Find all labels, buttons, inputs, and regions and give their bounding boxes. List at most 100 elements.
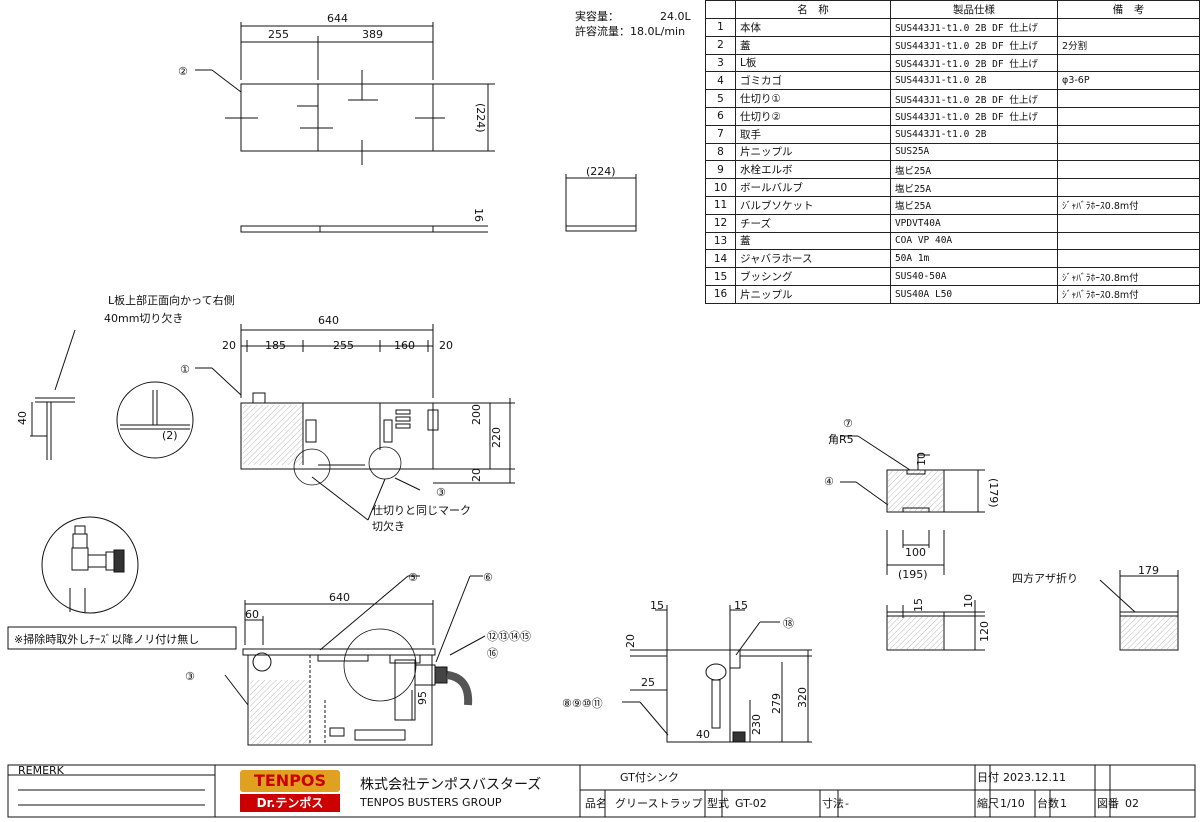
cell-no: 11 bbox=[704, 195, 737, 215]
cell-spec: SUS443J1-t1.0 2B DF 仕上げ bbox=[889, 106, 1059, 126]
capacity-value1: 24.0L bbox=[660, 10, 691, 23]
cell-name: チーズ bbox=[735, 213, 891, 233]
callout-18: ⑱ bbox=[783, 617, 794, 630]
tenpos-logo: TENPOS Dr.テンポス bbox=[240, 770, 340, 814]
product-name: グリーストラップ bbox=[615, 796, 702, 810]
cell-name: L板 bbox=[735, 53, 891, 73]
cell-name: 水栓エルボ bbox=[735, 160, 891, 180]
cell-remark bbox=[1057, 142, 1200, 162]
cell-no: 10 bbox=[704, 178, 737, 197]
header-name: 名 称 bbox=[735, 0, 891, 19]
cell-no: 16 bbox=[704, 284, 737, 304]
text-layer: 実容量： 24.0L 許容流量：18.0L/min 644 255 389 (2… bbox=[14, 9, 1159, 810]
cell-spec: COA VP 40A bbox=[889, 231, 1059, 251]
basket-dim120: 120 bbox=[978, 621, 991, 642]
fold-dim: 179 bbox=[1138, 564, 1159, 577]
cell-spec: SUS40A L50 bbox=[889, 284, 1059, 304]
cell-spec: 50A 1m bbox=[889, 249, 1059, 269]
count: 1 bbox=[1060, 797, 1067, 810]
detail-mark2: (2) bbox=[162, 429, 178, 442]
cell-no: 2 bbox=[704, 35, 737, 55]
section-dim-95: 95 bbox=[416, 691, 429, 705]
front-dim-4: 20 bbox=[439, 339, 453, 352]
cell-remark bbox=[1057, 53, 1200, 73]
cell-no: 7 bbox=[704, 124, 737, 144]
cell-spec: 塩ビ25A bbox=[889, 160, 1059, 180]
cell-remark: 2分割 bbox=[1057, 35, 1200, 55]
callout-12-15: ⑫⑬⑭⑮ bbox=[487, 630, 531, 643]
detail-title1: L板上部正面向かって右側 bbox=[108, 293, 235, 307]
parts-table-header: 名 称 製品仕様 備 考 bbox=[704, 0, 1200, 19]
basket-dim100: 100 bbox=[905, 546, 926, 559]
side-dim40: 40 bbox=[696, 728, 710, 741]
callout-3-section: ③ bbox=[185, 670, 195, 683]
cell-spec: SUS443J1-t1.0 2B DF 仕上げ bbox=[889, 89, 1059, 108]
cell-remark bbox=[1057, 18, 1200, 37]
cell-no: 8 bbox=[704, 142, 737, 162]
front-dim-h3: 20 bbox=[470, 468, 483, 482]
cell-no: 6 bbox=[704, 106, 737, 126]
cell-no: 14 bbox=[704, 249, 737, 269]
cell-spec: 塩ビ25A bbox=[889, 178, 1059, 197]
cell-name: 片ニップル bbox=[735, 284, 891, 304]
cell-spec: 塩ビ25A bbox=[889, 195, 1059, 215]
cell-name: ボールバルブ bbox=[735, 178, 891, 197]
scale-label: 縮尺 bbox=[977, 796, 999, 810]
side-dim15b: 15 bbox=[734, 599, 748, 612]
cell-name: 本体 bbox=[735, 18, 891, 37]
title-block-frame bbox=[7, 764, 1196, 818]
callout-6: ⑥ bbox=[483, 571, 493, 584]
front-dim-0: 20 bbox=[222, 339, 236, 352]
cell-remark: ｼﾞｬﾊﾞﾗﾎｰｽ0.8m付 bbox=[1057, 267, 1200, 286]
cell-remark bbox=[1057, 160, 1200, 180]
callout-5: ⑤ bbox=[408, 571, 418, 584]
note-text: ※掃除時取外しﾁｰｽﾞ以降ノリ付け無し bbox=[14, 632, 199, 646]
top-dim-right: 389 bbox=[362, 28, 383, 41]
callout-4: ④ bbox=[824, 475, 834, 488]
callout-16: ⑯ bbox=[487, 647, 498, 660]
callout-8-11: ⑧⑨⑩⑪ bbox=[562, 697, 603, 710]
basket-dim179: (179) bbox=[987, 478, 1000, 508]
cell-remark bbox=[1057, 231, 1200, 251]
cell-no: 3 bbox=[704, 53, 737, 73]
cell-no: 13 bbox=[704, 231, 737, 251]
cell-no: 9 bbox=[704, 160, 737, 180]
cell-remark: φ3-6P bbox=[1057, 71, 1200, 91]
drawing-no: 02 bbox=[1125, 797, 1139, 810]
cell-remark bbox=[1057, 178, 1200, 197]
top-dim-left: 255 bbox=[268, 28, 289, 41]
company-jp: 株式会社テンポスバスターズ bbox=[360, 777, 541, 793]
callout-3-front: ③ bbox=[436, 486, 446, 499]
basket-dim10b: 10 bbox=[962, 594, 975, 608]
front-dim-total: 640 bbox=[318, 314, 339, 327]
section-view bbox=[224, 575, 486, 746]
cell-spec: VPDVT40A bbox=[889, 213, 1059, 233]
cell-name: 取手 bbox=[735, 124, 891, 144]
fold-label: 四方アザ折り bbox=[1012, 571, 1078, 585]
callout-7: ⑦ bbox=[843, 417, 853, 430]
cell-name: ブッシング bbox=[735, 267, 891, 286]
drawing-no-label: 図番 bbox=[1097, 797, 1119, 810]
note-box bbox=[7, 626, 237, 650]
basket-dim15: 15 bbox=[912, 598, 925, 612]
date-label: 日付 bbox=[977, 771, 999, 784]
top-dim-depth: (224) bbox=[474, 103, 487, 133]
side-dim279: 279 bbox=[770, 693, 783, 714]
small-lid-view bbox=[565, 174, 637, 232]
cell-spec: SUS443J1-t1.0 2B DF 仕上げ bbox=[889, 53, 1059, 73]
cell-remark bbox=[1057, 249, 1200, 269]
cell-no: 4 bbox=[704, 71, 737, 91]
cell-spec: SUS443J1-t1.0 2B bbox=[889, 71, 1059, 91]
logo-top: TENPOS bbox=[240, 770, 340, 792]
